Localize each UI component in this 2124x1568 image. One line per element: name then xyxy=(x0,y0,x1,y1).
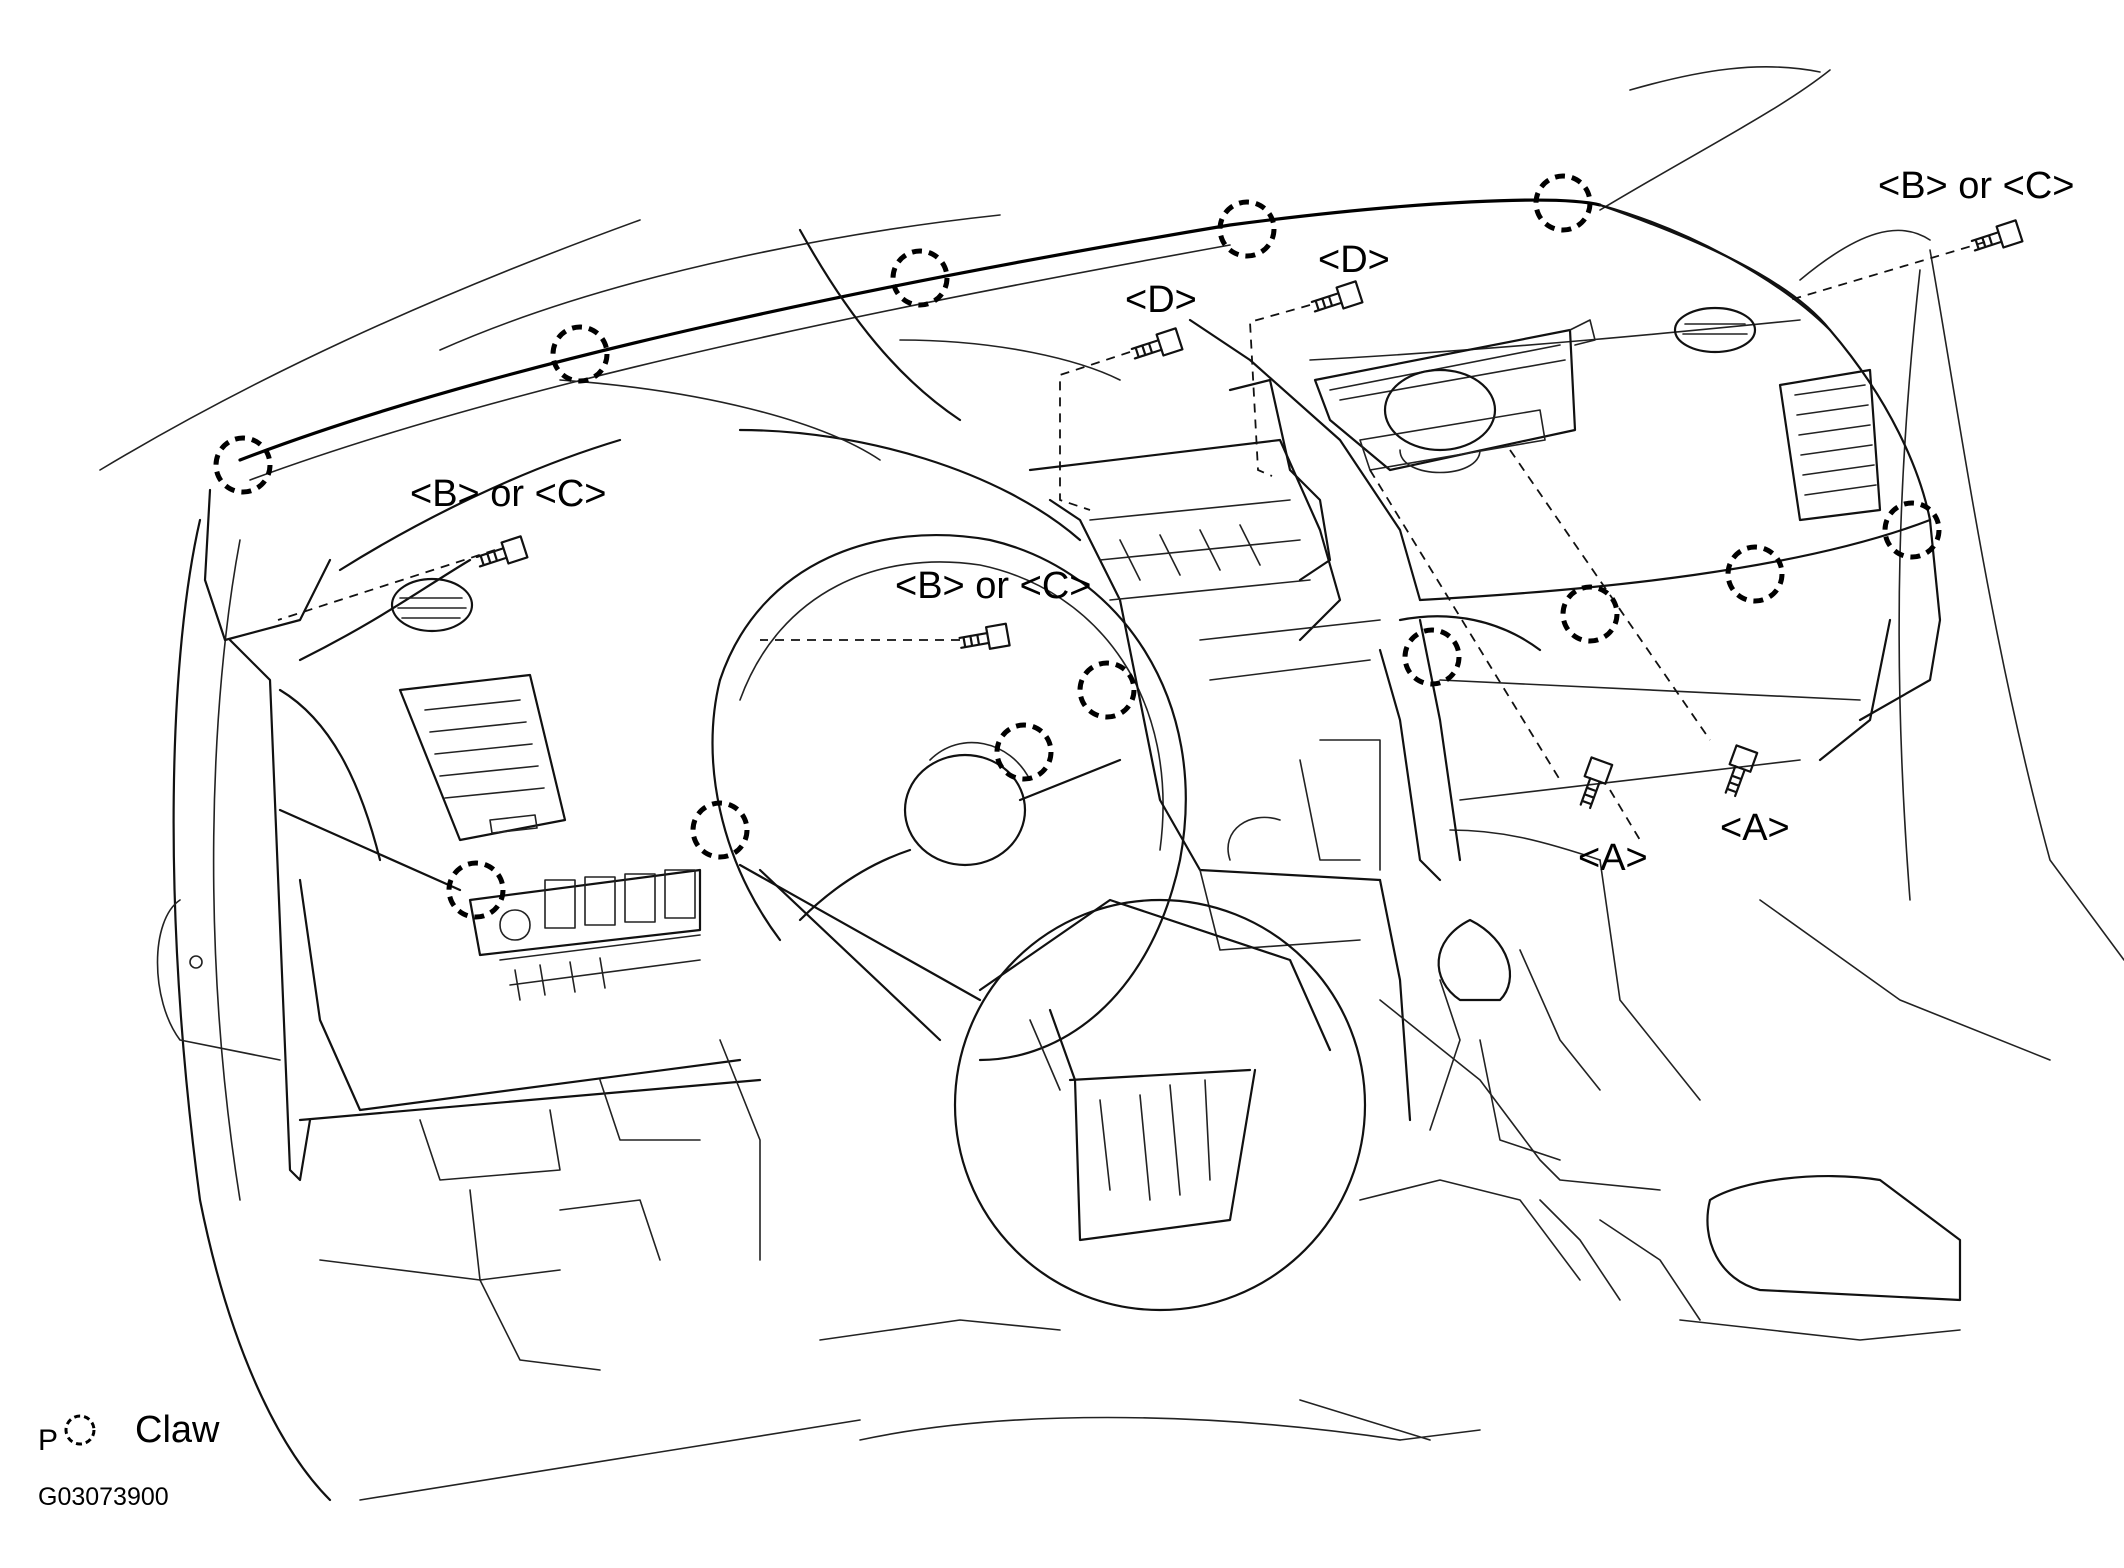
claw-marker xyxy=(994,722,1054,782)
label-a-left: <A> xyxy=(1578,837,1648,879)
bolt-icon xyxy=(1724,744,1759,798)
instrument-panel-outline xyxy=(203,198,2051,1182)
label-d-right: <D> xyxy=(1318,239,1390,281)
claw-detail-callout xyxy=(738,863,1367,1312)
claw-marker xyxy=(1882,500,1942,560)
callout-labels: <B> or <C> <B> or <C> <B> or <C> <D> <D>… xyxy=(410,165,2074,879)
label-d-left: <D> xyxy=(1125,279,1197,321)
label-a-right: <A> xyxy=(1720,807,1790,849)
vehicle-body-outline xyxy=(99,66,2124,1502)
right-rectangular-vent xyxy=(1778,368,1882,522)
claw-marker xyxy=(1077,660,1137,720)
bolt-icon xyxy=(1970,219,2024,252)
label-bc-top-right: <B> or <C> xyxy=(1878,165,2074,207)
bolt-icon xyxy=(1579,756,1614,810)
label-bc-center: <B> or <C> xyxy=(895,565,1091,607)
lower-panel xyxy=(319,949,1962,1371)
bolt-icon xyxy=(1130,327,1184,360)
claw-marker xyxy=(213,435,273,495)
steering-wheel xyxy=(711,534,1187,1062)
figure-id: G03073900 xyxy=(38,1483,169,1511)
claw-marker xyxy=(890,248,950,308)
bolts xyxy=(475,219,2024,810)
claw-marker xyxy=(550,324,610,384)
leader-lines xyxy=(277,241,1986,841)
claw-marker xyxy=(1533,173,1593,233)
left-round-vent xyxy=(390,577,474,633)
switch-panel xyxy=(468,868,702,1001)
bolt-icon xyxy=(1310,280,1364,313)
center-cluster xyxy=(1028,378,1661,1301)
left-rectangular-vent xyxy=(398,673,567,842)
claw-marker xyxy=(690,800,750,860)
claw-legend-icon xyxy=(64,1414,96,1446)
bolt-icon xyxy=(475,535,529,568)
claw-marker xyxy=(1402,627,1462,687)
claw-marker xyxy=(1725,544,1785,604)
legend-prefix: P xyxy=(38,1424,58,1457)
right-round-vent xyxy=(1673,306,1757,354)
claw-marker xyxy=(1217,199,1277,259)
claw-marker xyxy=(1560,584,1620,644)
bolt-icon xyxy=(958,622,1011,650)
claw-marker xyxy=(446,860,506,920)
audio-bracket xyxy=(1313,319,1596,474)
claw-markers xyxy=(213,173,1942,920)
legend-text: Claw xyxy=(135,1409,220,1451)
legend: P Claw G03073900 xyxy=(38,1409,220,1511)
label-bc-left: <B> or <C> xyxy=(410,473,606,515)
